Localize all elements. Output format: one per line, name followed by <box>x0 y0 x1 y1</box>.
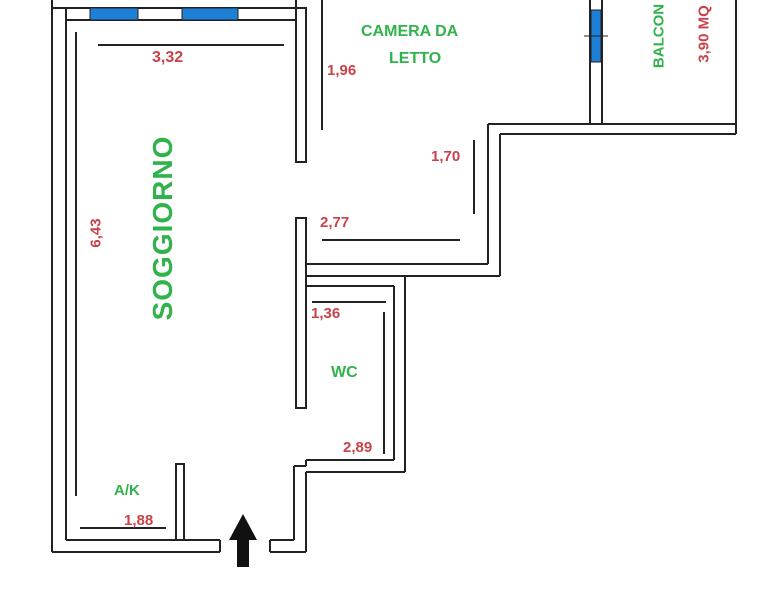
dimension-wc-a: 1,36 <box>311 305 341 322</box>
dimension-wc-b: 2,89 <box>343 439 373 456</box>
window-icon <box>89 7 139 21</box>
dimension-balcone-area: 3,90 MQ <box>695 5 713 63</box>
dimension-ak-width: 1,88 <box>124 512 154 529</box>
room-label-balcone: BALCON <box>650 3 668 69</box>
room-label-camera-line1: CAMERA DA <box>361 23 459 40</box>
room-label-soggiorno: SOGGIORNO <box>147 135 178 321</box>
dimension-camera-b: 1,70 <box>431 148 461 165</box>
room-label-wc: WC <box>331 364 358 381</box>
dimension-camera-a: 1,96 <box>327 62 357 79</box>
entry-arrow-icon <box>229 514 257 567</box>
dimension-soggiorno-width: 3,32 <box>152 49 184 66</box>
room-label-ak: A/K <box>114 482 140 499</box>
dimension-camera-c: 2,77 <box>320 214 350 231</box>
walls <box>51 0 737 553</box>
dimension-soggiorno-length: 6,43 <box>87 218 105 248</box>
room-label-camera-line2: LETTO <box>389 50 442 67</box>
window-icon <box>181 7 239 21</box>
